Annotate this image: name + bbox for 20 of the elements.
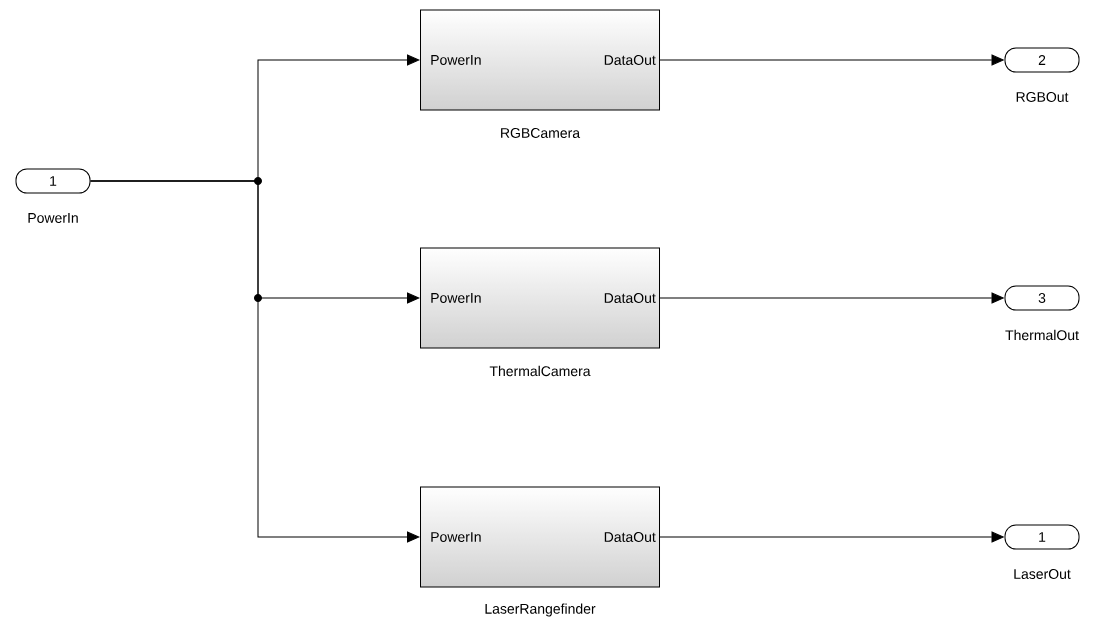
block-label: RGBOut bbox=[1016, 92, 1069, 102]
node-label: PowerIn bbox=[431, 55, 481, 65]
arrow bbox=[659, 292, 1004, 304]
subsystem-block: PowerIn DataOut bbox=[420, 247, 660, 349]
node-label: DataOut bbox=[604, 532, 656, 542]
node-label: DataOut bbox=[604, 293, 656, 303]
node-label: PowerIn bbox=[431, 532, 481, 542]
block-label: ThermalCamera bbox=[489, 365, 591, 377]
node-label: PowerIn bbox=[431, 293, 481, 303]
arrow bbox=[659, 531, 1004, 543]
block-label: LaserOut bbox=[1014, 569, 1071, 579]
block-label: LaserRangefinder bbox=[485, 603, 596, 617]
block-label: ThermalOut bbox=[1005, 329, 1079, 341]
subsystem-block: PowerIn DataOut bbox=[420, 9, 660, 111]
subsystem-block: PowerIn DataOut bbox=[420, 486, 660, 588]
block-label: RGBCamera bbox=[501, 128, 581, 138]
node-label: DataOut bbox=[604, 55, 656, 65]
arrow bbox=[659, 54, 1004, 66]
block-label: PowerIn bbox=[28, 213, 78, 223]
arrow bbox=[90, 180, 420, 543]
